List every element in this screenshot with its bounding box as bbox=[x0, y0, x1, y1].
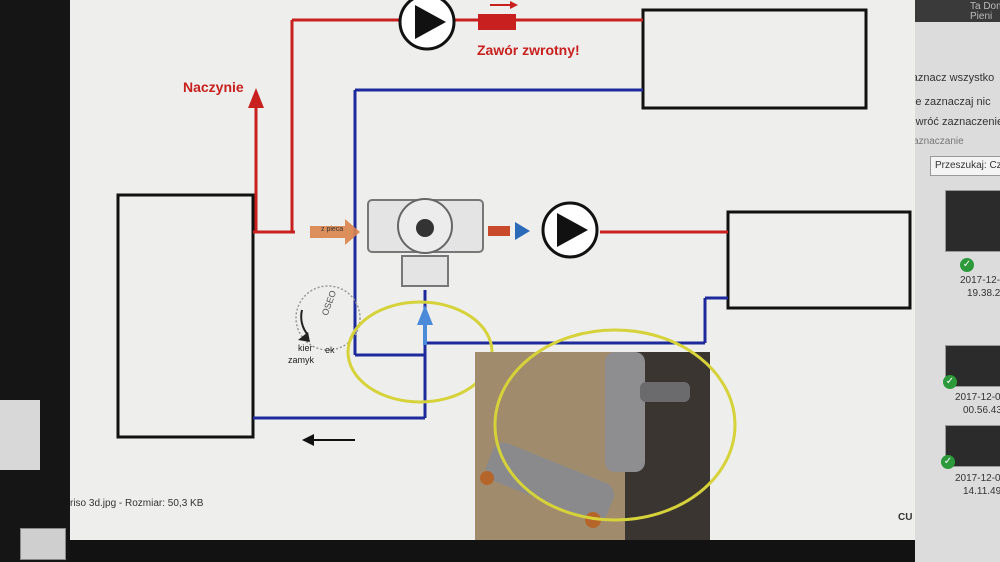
check-valve-icon bbox=[478, 14, 516, 30]
group-label: Zaznaczanie bbox=[915, 136, 964, 147]
check-valve-label: Zawór zwrotny! bbox=[477, 42, 580, 58]
boiler-box bbox=[116, 193, 255, 439]
valve-dial bbox=[295, 285, 361, 351]
vessel-label: Naczynie bbox=[183, 79, 244, 95]
thumbnail-3-date: 2017-12-0 bbox=[955, 473, 1000, 484]
dial-caption-2: zamyk bbox=[288, 355, 315, 365]
bypass-arrow-icon bbox=[417, 305, 433, 325]
explorer-subtitle: Pieni bbox=[970, 11, 993, 22]
status-bar-text: riso 3d.jpg - Rozmiar: 50,3 KB bbox=[70, 498, 204, 509]
corner-label: CU bbox=[898, 512, 913, 523]
explorer-title: Ta Dom bbox=[970, 1, 1000, 12]
vessel-arrow-icon bbox=[248, 88, 264, 108]
dial-caption-3: ek bbox=[325, 345, 335, 355]
thumbnail-2-time: 00.56.43 bbox=[963, 405, 1000, 416]
pump-mid-icon bbox=[541, 201, 599, 259]
check-icon: ✓ bbox=[941, 455, 955, 469]
check-icon: ✓ bbox=[943, 375, 957, 389]
outflow-arrow-icon bbox=[488, 226, 510, 236]
pipe-photo bbox=[475, 352, 710, 540]
menu-select-all[interactable]: Zaznacz wszystko bbox=[915, 72, 995, 84]
bottom-bar bbox=[70, 540, 915, 562]
radiator-right-box bbox=[726, 210, 912, 310]
thumbnail-1-date: 2017-12-0 bbox=[960, 275, 1000, 286]
explorer-title-bar: Ta Dom Pieni bbox=[915, 0, 1000, 22]
valve-inlet-label: z pieca bbox=[321, 226, 344, 233]
pump-top-icon bbox=[398, 0, 456, 51]
highlight-ellipse-diagram bbox=[346, 300, 494, 404]
file-explorer-panel: Ta Dom Pieni Zaznacz wszystko Nie zaznac… bbox=[915, 0, 1000, 562]
dial-caption-1: kier bbox=[298, 343, 313, 353]
left-window-edge bbox=[0, 400, 40, 470]
thumbnail-1[interactable] bbox=[945, 190, 1000, 252]
search-input[interactable]: Przeszukaj: Cz bbox=[930, 156, 1000, 176]
check-icon: ✓ bbox=[960, 258, 974, 272]
thumbnail-2[interactable] bbox=[945, 345, 1000, 387]
thumbnail-3-time: 14.11.49 bbox=[963, 486, 1000, 497]
menu-invert-selection[interactable]: Odwróć zaznaczenie bbox=[915, 116, 1000, 128]
left-background bbox=[0, 0, 70, 562]
radiator-top-box bbox=[641, 8, 868, 110]
thumbnail-2-date: 2017-12-0 bbox=[955, 392, 1000, 403]
left-taskbar-thumbnail[interactable] bbox=[20, 528, 66, 560]
inflow-arrow-icon bbox=[310, 219, 360, 245]
menu-select-none[interactable]: Nie zaznaczaj nic bbox=[915, 96, 991, 108]
mixing-valve-icon bbox=[367, 198, 484, 287]
heating-diagram bbox=[116, 0, 912, 446]
thumbnail-1-time: 19.38.26 bbox=[967, 288, 1000, 299]
